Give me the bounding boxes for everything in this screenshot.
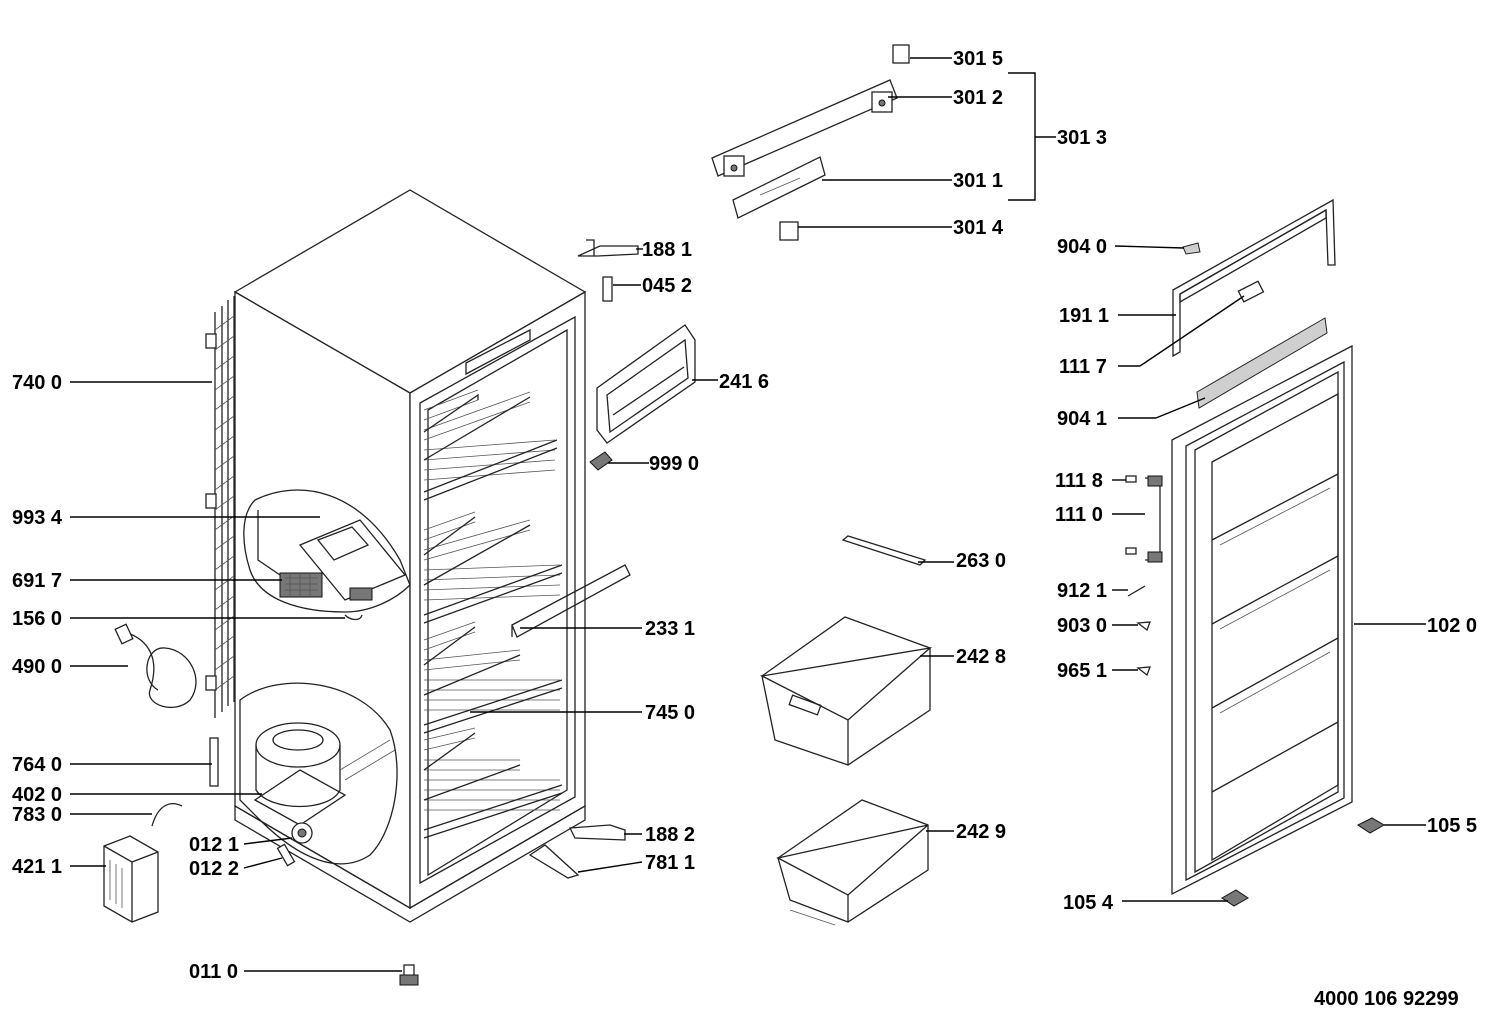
drawer-2428 [759, 616, 933, 766]
cap-9651 [1136, 666, 1151, 677]
label-7450: 745 0 [645, 702, 695, 724]
control-panel-3013 [711, 44, 910, 241]
label-3014: 301 4 [953, 217, 1004, 239]
label-4020: 402 0 [12, 784, 62, 806]
pin-0122 [276, 843, 296, 867]
label-2416: 241 6 [719, 371, 769, 393]
label-1110: 111 0 [1055, 504, 1103, 526]
label-2428: 242 8 [956, 646, 1006, 668]
hinge-1882 [568, 824, 626, 841]
evaporator-shelves [423, 389, 563, 839]
label-1054: 105 4 [1063, 892, 1114, 914]
label-1118: 111 8 [1055, 470, 1103, 492]
label-2429: 242 9 [956, 821, 1006, 843]
label-1882: 188 2 [645, 824, 695, 846]
cap-9030 [1136, 621, 1151, 632]
flap-2416 [596, 324, 696, 444]
label-3011: 301 1 [953, 170, 1003, 192]
label-2630: 263 0 [956, 550, 1006, 572]
screw-9121 [1127, 585, 1146, 597]
hinge-1054 [1221, 889, 1249, 907]
label-1911: 191 1 [1059, 305, 1109, 327]
thermostat-detail-bubble [243, 489, 411, 621]
condenser-740 [205, 296, 235, 718]
hinge-1881 [577, 239, 639, 257]
label-7640: 764 0 [12, 754, 62, 776]
label-9990: 999 0 [649, 453, 699, 475]
pin-0452 [602, 276, 613, 302]
label-1117: 111 7 [1059, 356, 1107, 378]
leader-lines [70, 57, 1426, 972]
label-6917: 691 7 [12, 570, 62, 592]
relay-box-421 [103, 835, 159, 923]
door-gasket-1911 [1172, 198, 1336, 358]
part-labels: 301 5 301 2 301 3 301 1 301 4 188 1 045 … [12, 48, 1477, 1010]
drier-filter-764 [209, 737, 219, 787]
label-2331: 233 1 [645, 618, 695, 640]
tube-783 [151, 802, 183, 827]
label-9041: 904 1 [1057, 408, 1107, 430]
part-9990 [589, 451, 613, 471]
part-7811 [528, 844, 580, 879]
label-3012: 301 2 [953, 87, 1003, 109]
label-0452: 045 2 [642, 275, 692, 297]
freezer-cabinet [233, 189, 587, 923]
label-9934: 993 4 [12, 507, 63, 529]
label-7811: 781 1 [645, 852, 695, 874]
label-4900: 490 0 [12, 656, 62, 678]
door-1020 [1171, 344, 1353, 896]
label-7400: 740 0 [12, 372, 62, 394]
label-0110: 011 0 [189, 961, 238, 983]
compressor-detail-bubble [239, 682, 398, 865]
label-9040: 904 0 [1057, 236, 1107, 258]
rail-2331 [511, 564, 631, 638]
label-1055: 105 5 [1427, 815, 1477, 837]
foot-011 [399, 964, 419, 986]
label-9651: 965 1 [1057, 660, 1107, 682]
label-9121: 912 1 [1057, 580, 1107, 602]
label-7830: 783 0 [12, 804, 62, 826]
label-1560: 156 0 [12, 608, 62, 630]
label-0121: 012 1 [189, 834, 239, 856]
power-cord-490 [114, 623, 197, 709]
hinge-1055 [1357, 817, 1385, 834]
label-9030: 903 0 [1057, 615, 1107, 637]
label-3015: 301 5 [953, 48, 1003, 70]
document-number: 4000 106 92299 [1314, 988, 1459, 1010]
door-strip-9041 [1196, 317, 1328, 409]
label-3013: 301 3 [1057, 127, 1107, 149]
drawer-2429 [776, 799, 929, 926]
handle-1110 [1125, 475, 1163, 563]
label-4211: 421 1 [12, 856, 62, 878]
label-1881: 188 1 [642, 239, 692, 261]
label-1020: 102 0 [1427, 615, 1477, 637]
label-0122: 012 2 [189, 858, 239, 880]
shelf-2630 [841, 535, 927, 566]
